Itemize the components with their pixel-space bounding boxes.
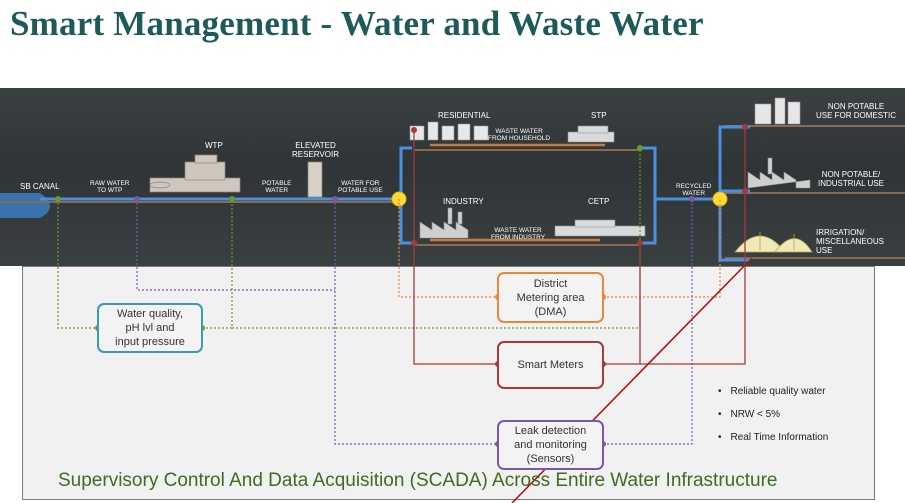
residential-icon (409, 121, 489, 141)
water-pipes (40, 125, 750, 262)
label-cetp: CETP (588, 197, 610, 206)
industry-icon (419, 207, 469, 239)
smart-meter-lines (413, 127, 746, 365)
irrigation-icon (734, 232, 813, 253)
water-quality-box: Water quality, pH lvl and input pressure (97, 303, 203, 353)
label-industry: INDUSTRY (443, 197, 484, 206)
dma-lines (398, 199, 721, 298)
scada-caption: Supervisory Control And Data Acquisition… (58, 470, 778, 491)
dma-text: District Metering area (DMA) (516, 277, 585, 318)
wtp-plant-icon (149, 154, 241, 193)
label-sb-canal: SB CANAL (20, 182, 60, 191)
stp-icon (567, 125, 615, 143)
benefit-item: NRW < 5% (718, 408, 828, 431)
leak-detection-box: Leak detection and monitoring (Sensors) (497, 420, 604, 470)
ground-lines (0, 125, 905, 259)
label-water-for-potable: WATER FOR POTABLE USE (338, 180, 383, 194)
label-elevated-reservoir: ELEVATED RESERVOIR (292, 141, 339, 159)
leak-detection-lines (136, 199, 693, 445)
label-stp: STP (591, 111, 607, 120)
label-wtp: WTP (205, 141, 223, 150)
domestic-use-icon (754, 97, 801, 125)
industrial-use-icon (747, 157, 811, 189)
label-waste-household: WASTE WATER FROM HOUSEHOLD (488, 128, 551, 142)
dma-box: District Metering area (DMA) (497, 272, 604, 323)
cetp-icon (554, 219, 646, 237)
label-irrigation: IRRIGATION/ MISCELLANEOUS USE (816, 228, 885, 255)
label-potable-water: POTABLE WATER (262, 180, 292, 194)
page-title: Smart Management - Water and Waste Water (10, 4, 704, 43)
reservoir-icon (307, 161, 323, 198)
water-quality-text: Water quality, pH lvl and input pressure (115, 308, 185, 348)
label-non-potable-industrial: NON POTABLE/ INDUSTRIAL USE (818, 170, 884, 188)
leak-detection-text: Leak detection and monitoring (Sensors) (514, 425, 587, 465)
label-raw-water: RAW WATER TO WTP (90, 180, 130, 194)
canal-water (0, 193, 50, 218)
waste-water-lines (430, 143, 605, 242)
benefits-list: Reliable quality water NRW < 5% Real Tim… (718, 385, 829, 454)
junction-right (712, 191, 728, 207)
smart-meters-box: Smart Meters (497, 341, 604, 389)
label-waste-industry: WASTE WATER FROM INDUSTRY (491, 227, 546, 241)
smart-meters-text: Smart Meters (517, 359, 584, 371)
label-recycled-water: RECYCLED WATER (676, 183, 712, 197)
label-non-potable-domestic: NON POTABLE USE FOR DOMESTIC (816, 102, 897, 120)
label-residential: RESIDENTIAL (438, 111, 491, 120)
benefit-item: Real Time Information (718, 431, 829, 454)
benefit-item: Reliable quality water (718, 385, 828, 408)
